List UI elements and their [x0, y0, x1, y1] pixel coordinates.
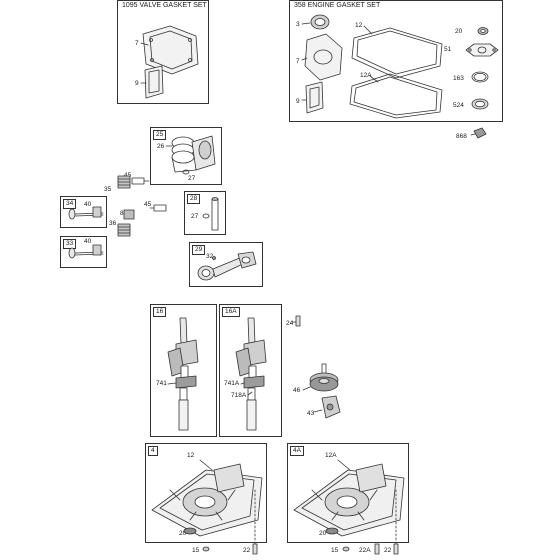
sump-box-4: 4 — [145, 443, 267, 543]
sump-box-4a: 4A — [287, 443, 409, 543]
label: 51 — [444, 46, 452, 53]
label: 45 — [124, 172, 132, 179]
label: 9 — [296, 98, 300, 105]
label: 7 — [296, 58, 300, 65]
engine-gasket-set-box: 358 ENGINE GASKET SET — [289, 0, 503, 122]
label: 718A — [231, 392, 247, 399]
label: 22 — [384, 547, 392, 554]
label: 35 — [104, 186, 112, 193]
label: 22 — [243, 547, 251, 554]
crankshaft-box-16: 16 — [150, 304, 217, 437]
part-tag: 29 — [192, 245, 206, 255]
label: 40 — [84, 201, 92, 208]
label: 12A — [325, 452, 337, 459]
label: 12A — [360, 72, 372, 79]
label: 868 — [120, 210, 131, 217]
label: 12 — [187, 452, 195, 459]
piston-pin-box: 28 — [184, 191, 226, 235]
connecting-rod-box: 29 — [189, 242, 263, 287]
label: 46 — [293, 387, 301, 394]
part-tag: 28 — [187, 194, 201, 204]
label: 43 — [307, 410, 315, 417]
valve-gasket-set-box: 1095 VALVE GASKET SET — [117, 0, 209, 104]
label: 26 — [157, 143, 165, 150]
part-868-drawing — [470, 127, 487, 139]
label: 741A — [224, 380, 240, 387]
label: 12 — [355, 22, 363, 29]
part-tag: 4A — [290, 446, 304, 456]
part-tag: 16A — [222, 307, 240, 317]
part-tag: 4 — [148, 446, 158, 456]
governor-assembly-drawing — [313, 395, 341, 419]
label: 24 — [286, 320, 294, 327]
governor-gear-drawing — [302, 363, 339, 392]
label: 20 — [319, 530, 327, 537]
label: 36 — [109, 220, 117, 227]
part-tag: 33 — [63, 239, 77, 249]
label: 45 — [144, 201, 152, 208]
label: 524 — [453, 102, 464, 109]
label: 163 — [453, 75, 464, 82]
label: 15 — [331, 547, 339, 554]
label: 40 — [84, 238, 92, 245]
part-tag: 34 — [63, 199, 77, 209]
part-tag: 25 — [153, 130, 167, 140]
label: 3 — [296, 21, 300, 28]
engine-gasket-set-title: 358 ENGINE GASKET SET — [294, 2, 381, 9]
label: 15 — [192, 547, 200, 554]
crankshaft-box-16a: 16A — [219, 304, 282, 437]
part-tag: 16 — [153, 307, 167, 317]
valve-springs-drawing — [117, 175, 167, 237]
label: 32 — [206, 253, 214, 260]
label: 22A — [359, 547, 371, 554]
label: 27 — [191, 213, 199, 220]
valve-gasket-set-title: 1095 VALVE GASKET SET — [122, 2, 207, 9]
label: 27 — [188, 175, 196, 182]
label: 9 — [135, 80, 139, 87]
label: 20 — [455, 28, 463, 35]
label: 20 — [179, 530, 187, 537]
label: 7 — [135, 40, 139, 47]
piston-box: 25 — [150, 127, 222, 185]
label: 868 — [456, 133, 467, 140]
label: 741 — [156, 380, 167, 387]
